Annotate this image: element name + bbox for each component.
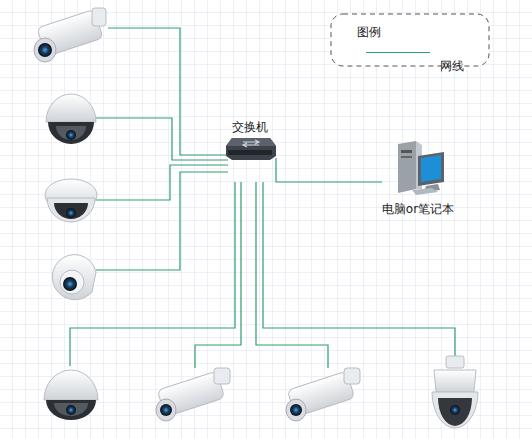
computer-icon <box>388 140 448 196</box>
legend-text: 网线 <box>440 59 532 73</box>
switch-icon <box>224 136 276 162</box>
node-label: 电脑or笔记本 <box>372 202 464 216</box>
legend-title: 图例 <box>357 25 532 39</box>
network-cable <box>276 158 382 182</box>
computer-node: 电脑or笔记本 <box>372 140 464 216</box>
node-label: 交换机 <box>222 120 278 134</box>
legend-line-sample <box>366 52 430 53</box>
switch-node: 交换机 <box>222 120 278 162</box>
